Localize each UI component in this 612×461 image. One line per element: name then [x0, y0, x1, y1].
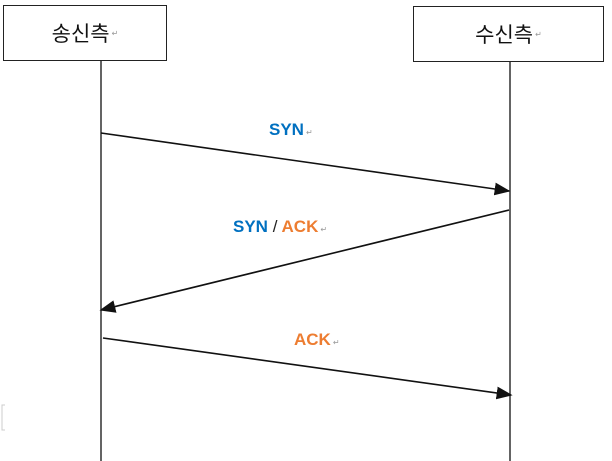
ack-arrow: [102, 337, 513, 400]
syn-arrow: [100, 132, 511, 196]
syn-ack-label: SYN / ACK↵: [233, 217, 327, 237]
syn-label: SYN↵: [269, 120, 313, 140]
slash-text: /: [272, 217, 278, 236]
receiver-box: 수신측↵: [413, 6, 604, 62]
bracket-mark: [1, 404, 5, 431]
paragraph-mark: ↵: [320, 225, 328, 234]
syn-text: SYN: [269, 120, 304, 139]
syn-text: SYN: [233, 217, 268, 236]
sender-box: 송신측↵: [3, 5, 167, 61]
paragraph-mark: ↵: [305, 128, 313, 137]
sender-label: 송신측: [51, 22, 110, 46]
paragraph-mark: ↵: [332, 338, 340, 347]
paragraph-mark: ↵: [111, 28, 119, 38]
ack-label: ACK↵: [294, 330, 340, 350]
paragraph-mark: ↵: [535, 29, 542, 39]
syn-ack-arrow: [99, 209, 510, 313]
ack-text: ACK: [281, 217, 319, 236]
ack-text: ACK: [294, 330, 331, 349]
receiver-label: 수신측: [475, 23, 534, 47]
